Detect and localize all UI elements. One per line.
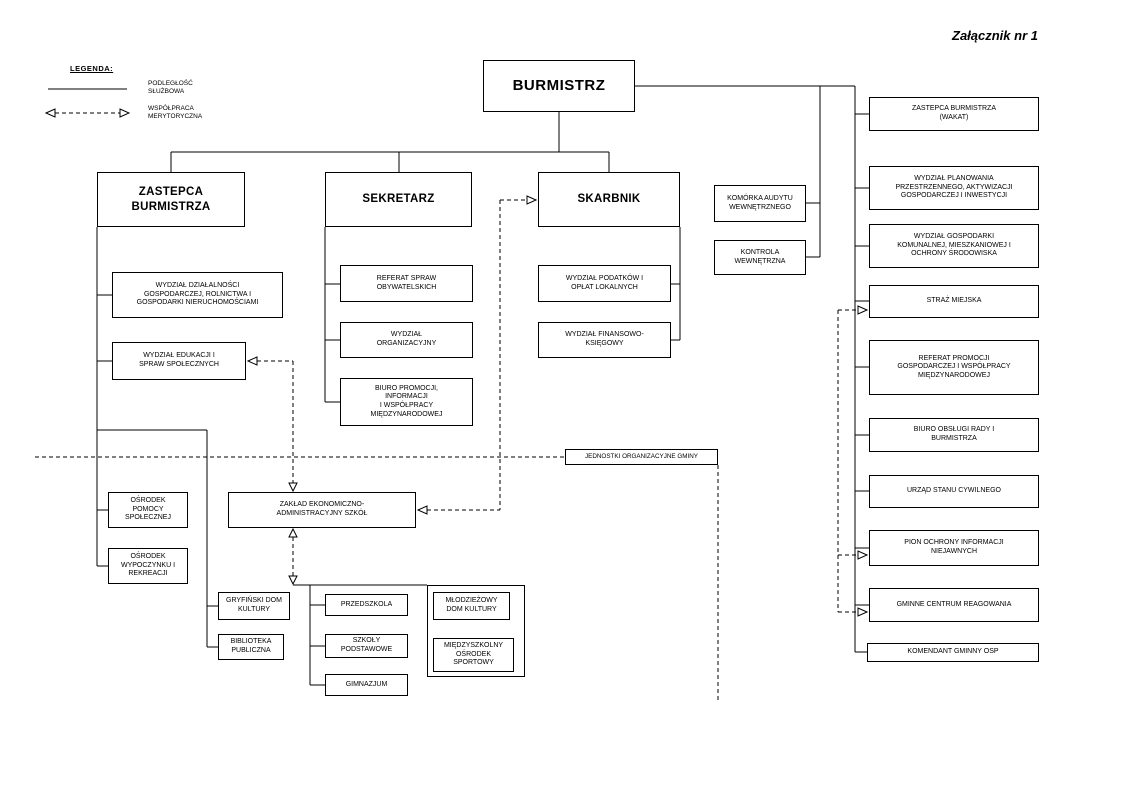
node-referat-promocji: REFERAT PROMOCJI GOSPODARCZEJ I WSPÓŁPRA… bbox=[869, 340, 1039, 395]
node-kontrola-wewnetrzna: KONTROLA WEWNĘTRZNA bbox=[714, 240, 806, 275]
node-zastepca-wakat: ZASTEPCA BURMISTRZA (WAKAT) bbox=[869, 97, 1039, 131]
node-biuro-promocji: BIURO PROMOCJI, INFORMACJI I WSPÓŁPRACY … bbox=[340, 378, 473, 426]
legend-heading: LEGENDA: bbox=[70, 64, 114, 73]
node-osrodek-pomocy: OŚRODEK POMOCY SPOŁECZNEJ bbox=[108, 492, 188, 528]
node-gimnazjum: GIMNAZJUM bbox=[325, 674, 408, 696]
node-miedzyszkolny-osrodek: MIĘDZYSZKOLNY OŚRODEK SPORTOWY bbox=[433, 638, 514, 672]
legend-solid-label: PODLEGŁOŚĆ SŁUŻBOWA bbox=[148, 80, 193, 96]
node-wydzial-gospodarki-komunalnej: WYDZIAŁ GOSPODARKI KOMUNALNEJ, MIESZKANI… bbox=[869, 224, 1039, 268]
mlodziezowy-group-frame bbox=[427, 585, 525, 677]
node-wydzial-planowania: WYDZIAŁ PLANOWANIA PRZESTRZENNEGO, AKTYW… bbox=[869, 166, 1039, 210]
node-gminne-centrum: GMINNE CENTRUM REAGOWANIA bbox=[869, 588, 1039, 622]
node-biuro-obslugi-rady: BIURO OBSŁUGI RADY I BURMISTRZA bbox=[869, 418, 1039, 452]
node-wydzial-podatkow: WYDZIAŁ PODATKÓW I OPŁAT LOKALNYCH bbox=[538, 265, 671, 302]
legend-dashed-label: WSPÓŁPRACA MERYTORYCZNA bbox=[148, 105, 203, 121]
node-straz-miejska: STRAŻ MIEJSKA bbox=[869, 285, 1039, 318]
node-zaklad-ekonomiczno: ZAKŁAD EKONOMICZNO- ADMINISTRACYJNY SZKÓ… bbox=[228, 492, 416, 528]
node-komorka-audytu: KOMÓRKA AUDYTU WEWNĘTRZNEGO bbox=[714, 185, 806, 222]
node-wydzial-edukacji: WYDZIAŁ EDUKACJI I SPRAW SPOŁECZNYCH bbox=[112, 342, 246, 380]
node-burmistrz: BURMISTRZ bbox=[483, 60, 635, 112]
node-wydzial-organizacyjny: WYDZIAŁ ORGANIZACYJNY bbox=[340, 322, 473, 358]
node-wydzial-dzialalnosci: WYDZIAŁ DZIAŁALNOŚCI GOSPODARCZEJ, ROLNI… bbox=[112, 272, 283, 318]
node-komendant-osp: KOMENDANT GMINNY OSP bbox=[867, 643, 1039, 662]
node-pion-ochrony: PION OCHRONY INFORMACJI NIEJAWNYCH bbox=[869, 530, 1039, 566]
node-referat-spraw-obywatelskich: REFERAT SPRAW OBYWATELSKICH bbox=[340, 265, 473, 302]
node-urzad-stanu-cywilnego: URZĄD STANU CYWILNEGO bbox=[869, 475, 1039, 508]
node-skarbnik: SKARBNIK bbox=[538, 172, 680, 227]
node-szkoly-podstawowe: SZKOŁY PODSTAWOWE bbox=[325, 634, 408, 658]
node-przedszkola: PRZEDSZKOLA bbox=[325, 594, 408, 616]
node-sekretarz: SEKRETARZ bbox=[325, 172, 472, 227]
section-label-jednostki: JEDNOSTKI ORGANIZACYJNE GMINY bbox=[565, 449, 718, 465]
node-osrodek-wypoczynku: OŚRODEK WYPOCZYNKU I REKREACJI bbox=[108, 548, 188, 584]
node-mlodziezowy-dom-kultury: MŁODZIEŻOWY DOM KULTURY bbox=[433, 592, 510, 620]
node-gryfinski-dom-kultury: GRYFIŃSKI DOM KULTURY bbox=[218, 592, 290, 620]
node-zastepca-burmistrza: ZASTEPCA BURMISTRZA bbox=[97, 172, 245, 227]
node-biblioteka-publiczna: BIBLIOTEKA PUBLICZNA bbox=[218, 634, 284, 660]
page-title: Załącznik nr 1 bbox=[952, 28, 1038, 43]
node-wydzial-finansowo-ksiegowy: WYDZIAŁ FINANSOWO- KSIĘGOWY bbox=[538, 322, 671, 358]
